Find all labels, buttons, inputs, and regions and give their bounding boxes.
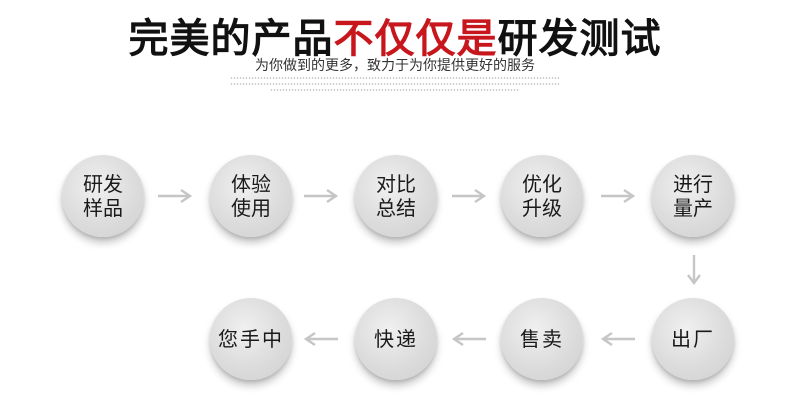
step-line-2: 升级 [522,196,562,220]
step-line-1: 研发 [83,172,123,196]
step-line-2: 样品 [83,196,123,220]
decorative-dot-line-3 [270,89,520,91]
title-part-black-2: 研发测试 [497,16,662,62]
step-optimize-upgrade: 优化升级 [501,155,583,237]
step-develop-sample: 研发样品 [62,155,144,237]
step-label: 出厂 [671,327,715,351]
arrow-left-icon [303,332,338,346]
page-title: 完美的产品不仅仅是研发测试 [0,6,790,64]
title-part-red: 不仅仅是 [333,16,498,62]
step-in-your-hands: 您手中 [210,298,292,380]
step-label: 快递 [374,327,418,351]
decorative-dot-line-2 [230,83,560,85]
step-line-2: 总结 [376,196,416,220]
step-line-2: 使用 [231,196,271,220]
arrow-right-icon [304,189,339,203]
subtitle: 为你做到的更多，致力于为你提供更好的服务 [255,58,535,74]
step-line-1: 进行 [673,172,713,196]
arrow-right-icon [452,189,487,203]
title-part-black-1: 完美的产品 [128,16,334,62]
step-mass-production: 进行量产 [652,155,734,237]
step-label: 售卖 [520,327,564,351]
arrow-right-icon [158,189,193,203]
step-line-2: 量产 [673,196,713,220]
arrow-right-icon [601,189,636,203]
step-label: 您手中 [218,327,284,351]
arrow-left-icon [451,332,486,346]
step-factory-exit: 出厂 [652,298,734,380]
step-experience-use: 体验使用 [210,155,292,237]
step-sale: 售卖 [501,298,583,380]
step-line-1: 对比 [376,172,416,196]
arrow-left-icon [600,332,635,346]
arrow-down-icon [687,255,701,285]
step-compare-summarize: 对比总结 [355,155,437,237]
step-express-delivery: 快递 [355,298,437,380]
step-line-1: 优化 [522,172,562,196]
decorative-dot-line-1 [230,77,560,79]
step-line-1: 体验 [231,172,271,196]
